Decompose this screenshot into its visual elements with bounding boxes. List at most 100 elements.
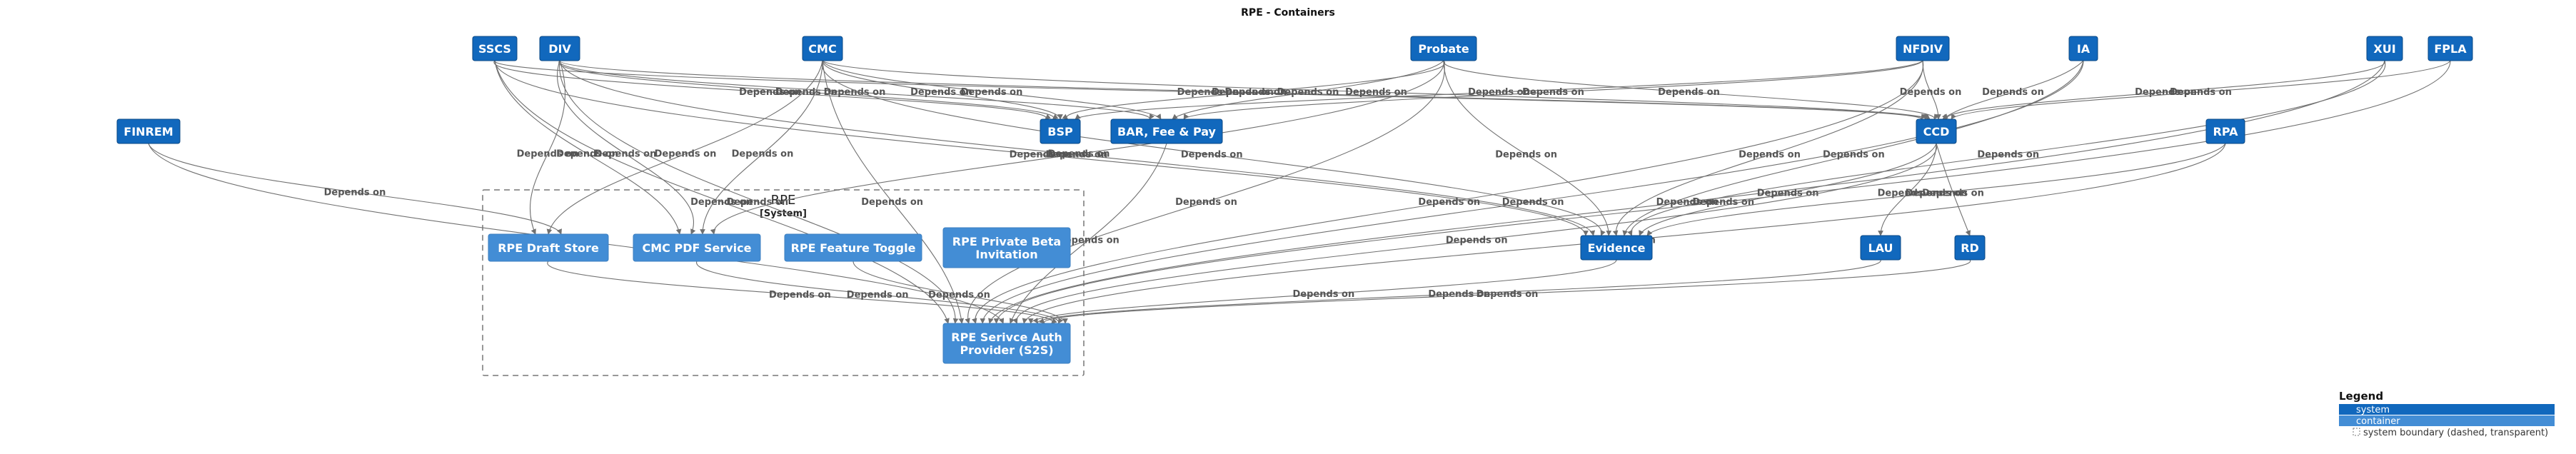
node-label-lau: LAU xyxy=(1868,241,1893,255)
edge-label-cmc-to-pdf: Depends on xyxy=(732,149,794,160)
edge-label-ia-to-s2s: Depends on xyxy=(1502,197,1564,208)
edge-label-cmc-to-bsp: Depends on xyxy=(910,87,972,98)
boundary-rect xyxy=(482,189,1085,376)
edge-fpla-to-ccd xyxy=(1951,60,2451,120)
node-nfdiv[interactable]: NFDIV xyxy=(1896,36,1950,61)
edge-xui-to-s2s xyxy=(988,60,2385,324)
node-label-draft: RPE Draft Store xyxy=(498,241,599,255)
edge-label-probate-to-pdf: Depends on xyxy=(1048,149,1110,160)
edge-label-probate-to-bsp: Depends on xyxy=(1224,87,1287,98)
edge-label-cmc-to-ccd: Depends on xyxy=(1345,87,1407,98)
node-toggle[interactable]: RPE Feature Toggle xyxy=(784,233,922,262)
node-bsp[interactable]: BSP xyxy=(1040,118,1081,144)
edge-label-nfdiv-to-ccd: Depends on xyxy=(1900,87,1962,98)
node-div[interactable]: DIV xyxy=(539,36,580,61)
boundary-type: [System] xyxy=(760,208,807,219)
node-box-bar[interactable] xyxy=(1110,118,1223,144)
node-box-sscs[interactable] xyxy=(472,36,518,61)
node-label-rpa: RPA xyxy=(2213,125,2239,138)
node-box-bsp[interactable] xyxy=(1040,118,1081,144)
node-box-toggle[interactable] xyxy=(784,233,922,262)
node-box-finrem[interactable] xyxy=(116,118,181,144)
node-box-div[interactable] xyxy=(539,36,580,61)
node-box-fpla[interactable] xyxy=(2427,36,2473,61)
legend-label-system: system xyxy=(2356,405,2390,415)
node-box-beta[interactable] xyxy=(942,227,1071,268)
edge-draft-to-s2s xyxy=(547,261,1057,324)
node-label-fpla: FPLA xyxy=(2434,42,2467,56)
edge-probate-to-bsp xyxy=(1062,60,1446,120)
edge-label-ccd-to-rd: Depends on xyxy=(1922,188,1984,198)
node-probate[interactable]: Probate xyxy=(1410,36,1477,61)
node-finrem[interactable]: FINREM xyxy=(116,118,181,144)
node-box-rpa[interactable] xyxy=(2205,118,2245,144)
edge-label-pdf-to-s2s: Depends on xyxy=(847,290,909,301)
node-draft[interactable]: RPE Draft Store xyxy=(488,233,609,262)
legend-title: Legend xyxy=(2339,390,2383,403)
node-label-nfdiv: NFDIV xyxy=(1903,42,1943,56)
boundary-title: RPE xyxy=(771,193,796,208)
edge-label-bar-to-s2s: Depends on xyxy=(1057,235,1120,246)
nodes-layer: SSCS DIV CMC Probate NFDIV IA XUI FPLA FINREM BSP… xyxy=(116,36,2473,364)
edge-toggle-to-s2s xyxy=(852,261,1068,324)
node-box-s2s[interactable] xyxy=(942,323,1071,364)
node-box-cmc[interactable] xyxy=(802,36,843,61)
edge-label-ia-to-ccd: Depends on xyxy=(1982,87,2044,98)
edge-rd-to-s2s xyxy=(1039,259,1971,324)
node-box-ia[interactable] xyxy=(2068,36,2098,61)
edge-label-ccd-to-s2s: Depends on xyxy=(1446,235,1508,246)
node-cmc[interactable]: CMC xyxy=(802,36,843,61)
edge-cmc-to-ccd xyxy=(822,60,1931,120)
edge-cmc-to-evidence xyxy=(822,60,1606,236)
node-label-xui: XUI xyxy=(2373,42,2395,56)
edge-label-sscs-to-s2s: Depends on xyxy=(690,197,753,208)
edge-label-xui-to-evidence: Depends on xyxy=(1977,150,2039,161)
node-box-xui[interactable] xyxy=(2366,36,2403,61)
node-lau[interactable]: LAU xyxy=(1860,235,1901,261)
node-label-sscs: SSCS xyxy=(478,42,511,56)
node-box-nfdiv[interactable] xyxy=(1896,36,1950,61)
edge-label-cmc-to-bar: Depends on xyxy=(961,87,1023,98)
node-box-ccd[interactable] xyxy=(1916,118,1957,144)
node-rd[interactable]: RD xyxy=(1954,235,1986,261)
edge-label-xui-to-ccd: Depends on xyxy=(2135,87,2197,98)
edge-fpla-to-s2s xyxy=(993,60,2451,324)
node-bar[interactable]: BAR, Fee & Pay xyxy=(1110,118,1223,144)
node-box-draft[interactable] xyxy=(488,233,609,262)
node-evidence[interactable]: Evidence xyxy=(1580,235,1653,261)
edge-rpa-to-evidence xyxy=(1646,143,2226,236)
legend-swatch-container xyxy=(2339,415,2555,426)
edge-evidence-to-s2s xyxy=(1028,259,1617,324)
edge-label-div-to-pdf: Depends on xyxy=(595,149,657,160)
node-label-ia: IA xyxy=(2077,42,2091,56)
edge-div-to-ccd xyxy=(559,60,1928,120)
node-fpla[interactable]: FPLA xyxy=(2427,36,2473,61)
node-box-rd[interactable] xyxy=(1954,235,1986,261)
edge-label-draft-to-s2s: Depends on xyxy=(769,290,831,301)
edge-label-fpla-to-s2s: Depends on xyxy=(1692,197,1754,208)
edge-label-nfdiv-to-s2s: Depends on xyxy=(1418,197,1480,208)
edge-cmc-to-s2s xyxy=(822,60,965,324)
edge-label-ccd-to-evidence: Depends on xyxy=(1757,188,1819,198)
node-box-lau[interactable] xyxy=(1860,235,1901,261)
node-ccd[interactable]: CCD xyxy=(1916,118,1957,144)
node-sscs[interactable]: SSCS xyxy=(472,36,518,61)
edge-label-nfdiv-to-bar: Depends on xyxy=(1522,87,1584,98)
node-pdf[interactable]: CMC PDF Service xyxy=(633,233,761,262)
edge-ccd-to-lau xyxy=(1878,143,1937,236)
diagram-title: RPE - Containers xyxy=(1241,7,1335,19)
legend-boundary-icon xyxy=(2353,428,2360,436)
node-box-probate[interactable] xyxy=(1410,36,1477,61)
edge-ccd-to-evidence xyxy=(1639,143,1937,236)
node-box-evidence[interactable] xyxy=(1580,235,1653,261)
edge-label-sscs-to-pdf: Depends on xyxy=(556,149,618,160)
node-xui[interactable]: XUI xyxy=(2366,36,2403,61)
node-ia[interactable]: IA xyxy=(2068,36,2098,61)
edge-div-to-bar xyxy=(559,60,1154,120)
node-rpa[interactable]: RPA xyxy=(2205,118,2245,144)
node-box-pdf[interactable] xyxy=(633,233,761,262)
